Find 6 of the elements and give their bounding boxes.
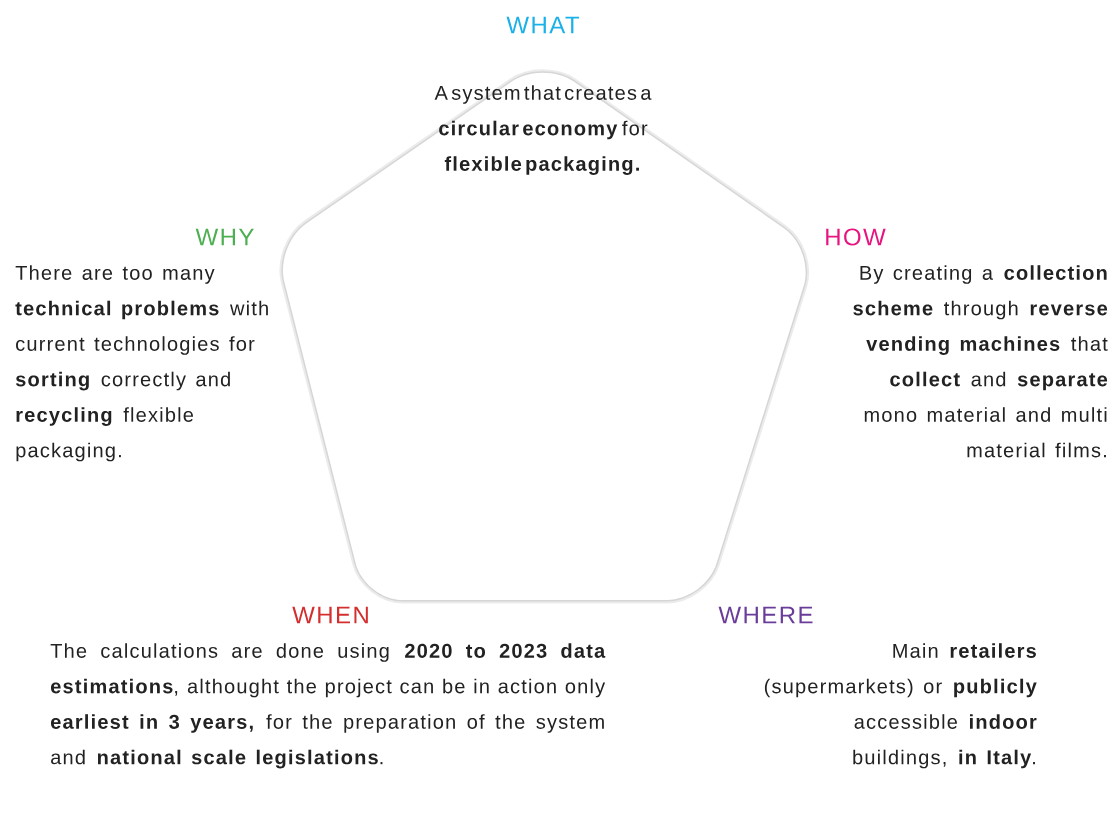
description-text: Main retailers (supermarkets) or publicly accessible indoor buildings, in Italy. [764, 643, 1037, 769]
description-text: The calculations are done using 2020 to 2023 data estimations, althought the project can be in action only earliest in 3 years, for the preparation of the system and national scale legislations. [50, 643, 606, 769]
section-heading: WHAT [506, 16, 580, 34]
section-heading: WHY [195, 228, 254, 246]
description-text: By creating a collection scheme through reverse vending machines that collect and separate mono material and multi material films. [853, 265, 1108, 458]
description-text: A system that creates a circular economy for flexible packaging. [434, 85, 652, 175]
